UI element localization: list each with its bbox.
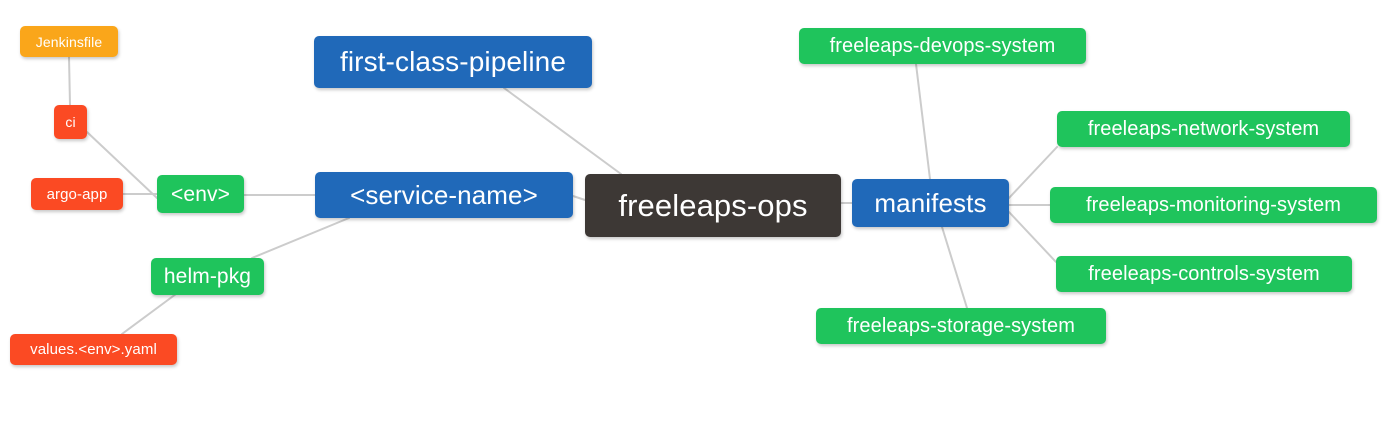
mindmap-node-label: freeleaps-storage-system bbox=[846, 315, 1076, 337]
mindmap-node-label: freeleaps-network-system bbox=[1087, 118, 1320, 140]
mindmap-node-label: freeleaps-monitoring-system bbox=[1085, 194, 1341, 216]
edge-service-name-to-freeleaps-ops bbox=[572, 195, 586, 201]
mindmap-node-first-class-pipeline[interactable]: first-class-pipeline bbox=[314, 36, 592, 88]
mindmap-node-freeleaps-storage-system[interactable]: freeleaps-storage-system bbox=[816, 308, 1106, 344]
mindmap-node-service-name[interactable]: <service-name> bbox=[315, 172, 573, 218]
mindmap-node-label: argo-app bbox=[46, 185, 108, 203]
mindmap-node-label: helm-pkg bbox=[163, 265, 252, 288]
edge-first-class-pipeline-to-freeleaps-ops bbox=[503, 87, 622, 175]
mindmap-node-freeleaps-devops-system[interactable]: freeleaps-devops-system bbox=[799, 28, 1086, 64]
mindmap-node-jenkinsfile[interactable]: Jenkinsfile bbox=[20, 26, 118, 57]
mindmap-node-label: ci bbox=[65, 114, 76, 130]
edge-values-yaml-to-helm-pkg bbox=[121, 293, 177, 335]
edge-manifests-to-freeleaps-controls-system bbox=[1008, 211, 1057, 263]
mindmap-node-label: freeleaps-controls-system bbox=[1088, 263, 1320, 285]
mindmap-node-freeleaps-monitoring-system[interactable]: freeleaps-monitoring-system bbox=[1050, 187, 1377, 223]
mindmap-node-label: freeleaps-devops-system bbox=[829, 35, 1056, 57]
mindmap-node-freeleaps-controls-system[interactable]: freeleaps-controls-system bbox=[1056, 256, 1352, 292]
edge-manifests-to-freeleaps-storage-system bbox=[941, 226, 968, 309]
edge-jenkinsfile-to-ci bbox=[68, 56, 71, 106]
mindmap-node-label: values.<env>.yaml bbox=[30, 341, 157, 358]
mindmap-node-values-yaml[interactable]: values.<env>.yaml bbox=[10, 334, 177, 365]
mindmap-node-label: first-class-pipeline bbox=[339, 46, 567, 77]
mindmap-node-label: freeleaps-ops bbox=[618, 188, 808, 223]
mindmap-node-ci[interactable]: ci bbox=[54, 105, 87, 139]
edge-helm-pkg-to-service-name bbox=[251, 217, 350, 259]
edge-manifests-to-freeleaps-devops-system bbox=[915, 63, 931, 180]
mindmap-node-manifests[interactable]: manifests bbox=[852, 179, 1009, 227]
mindmap-node-label: <env> bbox=[171, 182, 230, 206]
mindmap-node-label: Jenkinsfile bbox=[35, 33, 103, 50]
mindmap-node-label: manifests bbox=[874, 188, 987, 218]
mindmap-node-helm-pkg[interactable]: helm-pkg bbox=[151, 258, 264, 295]
mindmap-node-env[interactable]: <env> bbox=[157, 175, 244, 213]
mindmap-node-freeleaps-network-system[interactable]: freeleaps-network-system bbox=[1057, 111, 1350, 147]
mindmap-node-freeleaps-ops[interactable]: freeleaps-ops bbox=[585, 174, 841, 237]
mindmap-node-label: <service-name> bbox=[350, 180, 538, 210]
mindmap-node-argo-app[interactable]: argo-app bbox=[31, 178, 123, 210]
